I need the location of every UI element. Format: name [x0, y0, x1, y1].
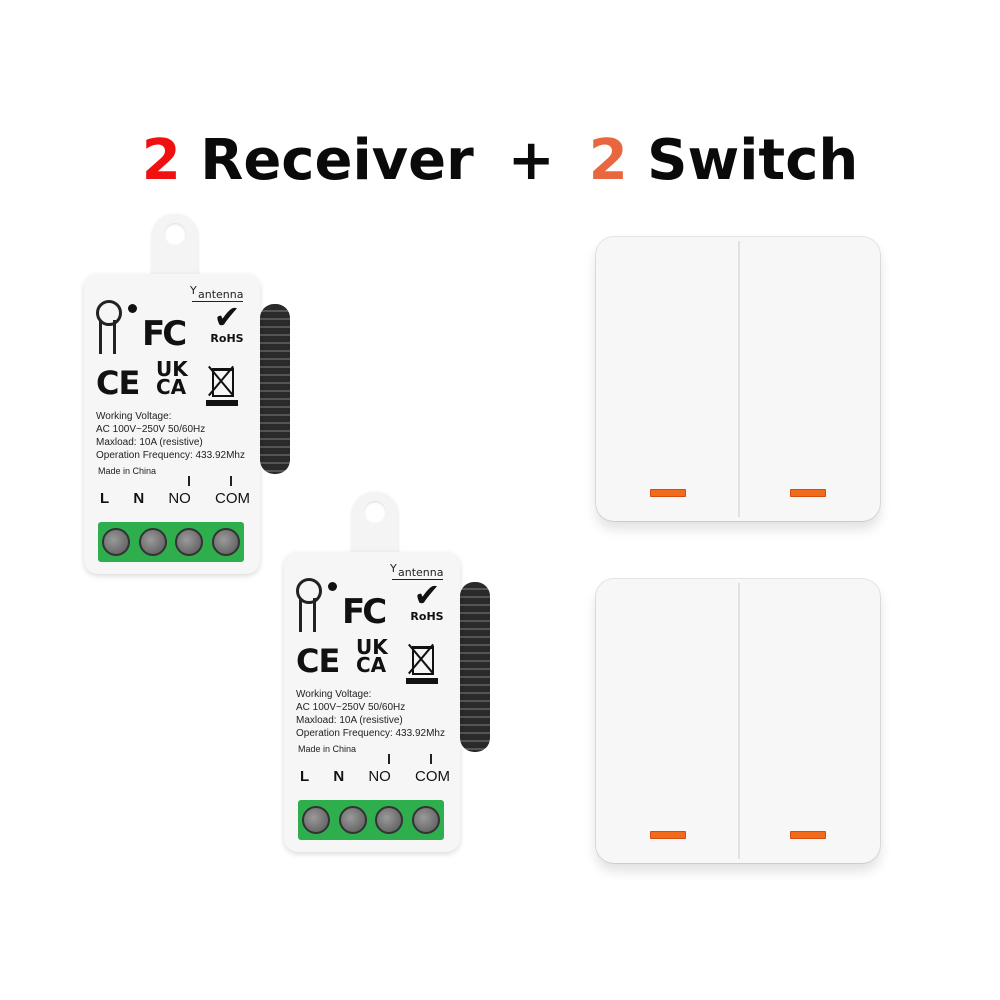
- rohs-icon: ✔RoHS: [410, 576, 444, 623]
- receiver-label: Receiver: [200, 128, 474, 193]
- fcc-icon: FC: [142, 314, 187, 354]
- ce-icon: CE: [96, 364, 140, 402]
- made-in-label: Made in China: [98, 466, 157, 476]
- wall-switch-1: [596, 237, 880, 521]
- relay-switch-icon: [188, 472, 232, 488]
- pairing-button-icon: [96, 300, 122, 358]
- ce-icon: CE: [296, 642, 340, 680]
- screw-icon: [175, 528, 204, 556]
- headline: 2 Receiver +2 Switch: [0, 128, 1000, 193]
- weee-bin-icon: [204, 362, 238, 406]
- rocker-divider: [738, 241, 740, 517]
- mounting-tab: [352, 492, 398, 562]
- made-in-label: Made in China: [298, 744, 357, 754]
- plus-sign: +: [507, 128, 555, 193]
- screw-icon: [338, 806, 367, 834]
- antenna-coil-icon: [460, 582, 490, 752]
- indicator-light-icon: [650, 489, 686, 497]
- fcc-icon: FC: [342, 592, 387, 632]
- screw-icon: [102, 528, 131, 556]
- led-icon: [328, 582, 337, 591]
- screw-icon: [138, 528, 167, 556]
- wall-switch-2: [596, 579, 880, 863]
- screw-icon: [375, 806, 404, 834]
- pairing-button-icon: [296, 578, 322, 636]
- switch-label: Switch: [647, 128, 859, 193]
- indicator-light-icon: [790, 831, 826, 839]
- receiver-count: 2: [141, 128, 181, 193]
- screw-icon: [411, 806, 440, 834]
- rocker-divider: [738, 583, 740, 859]
- indicator-light-icon: [650, 831, 686, 839]
- rohs-icon: ✔RoHS: [210, 298, 244, 345]
- screw-icon: [302, 806, 331, 834]
- antenna-label: antenna: [390, 562, 444, 580]
- led-icon: [128, 304, 137, 313]
- mounting-tab: [152, 214, 198, 284]
- relay-switch-icon: [388, 750, 432, 766]
- antenna-coil-icon: [260, 304, 290, 474]
- switch-count: 2: [588, 128, 628, 193]
- terminal-block: [298, 800, 444, 840]
- antenna-label: antenna: [190, 284, 244, 302]
- screw-icon: [211, 528, 240, 556]
- indicator-light-icon: [790, 489, 826, 497]
- weee-bin-icon: [404, 640, 438, 684]
- terminal-block: [98, 522, 244, 562]
